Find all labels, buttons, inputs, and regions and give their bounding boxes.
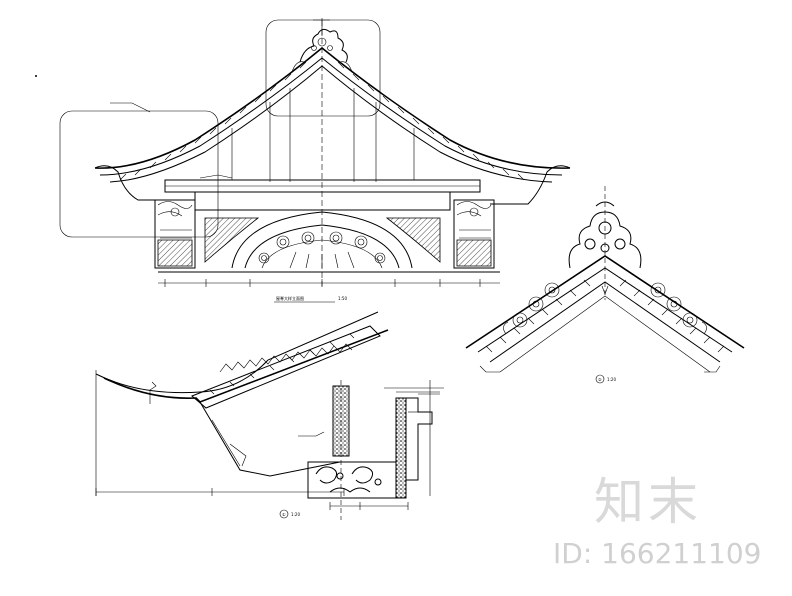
ridge-detail-marker [595,374,605,384]
ridge-detail: ② 1:20 [465,186,745,384]
elevation-scale: 1:50 [338,296,347,301]
eave-section-label: ① [282,512,286,517]
ridge-detail-scale: 1:20 [607,377,616,382]
stray-dot [35,75,37,77]
watermark-logo: 知末 [594,473,702,531]
bracket-scroll [307,461,397,499]
eave-section-marker [279,509,289,519]
left-bracket [154,199,196,269]
elevation-view: 屋脊大样立面图 1:50 [59,18,571,303]
ridge-slope-outer [465,255,745,349]
right-bracket [453,199,495,269]
ridge-detail-label: ② [598,377,602,382]
eave-section-scale: 1:20 [291,512,300,517]
detail-callout-top [265,19,381,117]
arch-roundels [231,211,413,269]
elevation-title: 屋脊大样立面图 [276,295,304,301]
eave-section: ① 1:20 [95,311,444,520]
detail-callout-left [59,110,219,238]
watermark-id: ID: 166211109 [553,537,762,570]
